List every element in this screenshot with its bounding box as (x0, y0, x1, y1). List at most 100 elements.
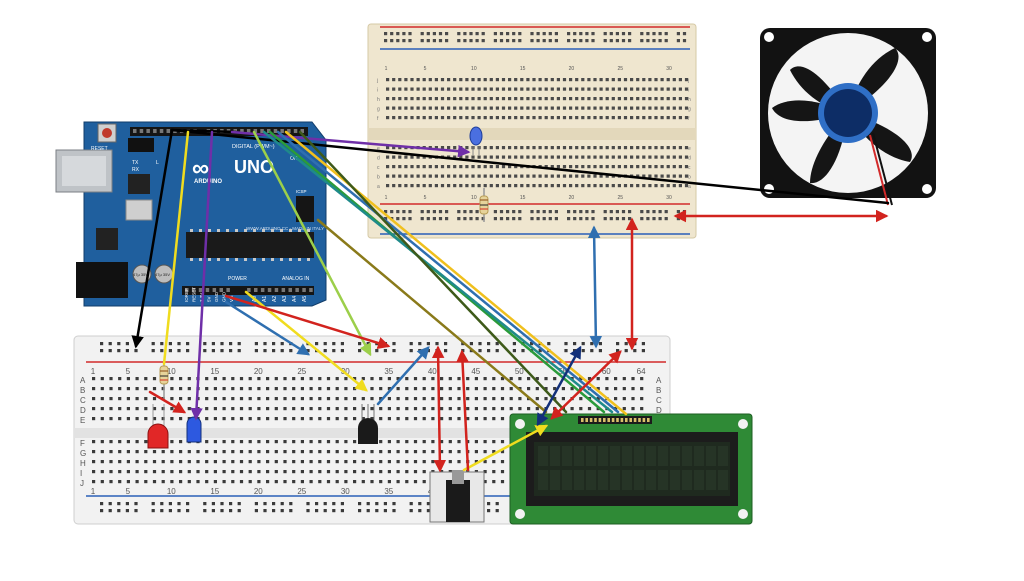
breadboard-hole (585, 32, 589, 36)
breadboard-hole (599, 165, 603, 169)
breadboard-hole (335, 387, 339, 391)
breadboard-hole (636, 116, 640, 120)
breadboard-hole (593, 106, 597, 110)
breadboard-hole (274, 480, 278, 484)
breadboard-hole (431, 387, 435, 391)
breadboard-hole (335, 480, 339, 484)
lcd-cell (718, 470, 728, 490)
breadboard-hole (237, 349, 241, 353)
breadboard-hole (179, 417, 183, 421)
breadboard-hole (530, 39, 534, 43)
breadboard-hole (585, 210, 589, 214)
breadboard-hole (292, 407, 296, 411)
breadboard-hole (229, 342, 233, 346)
row-letter: A (656, 376, 662, 385)
breadboard-hole (126, 470, 130, 474)
breadboard-hole (487, 502, 491, 506)
breadboard-hole (630, 116, 634, 120)
breadboard-hole (196, 480, 200, 484)
breadboard-hole (283, 470, 287, 474)
breadboard-hole (152, 407, 157, 411)
breadboard-hole (144, 377, 148, 381)
breadboard-hole (477, 87, 481, 91)
breadboard-hole (422, 417, 426, 421)
breadboard-hole (117, 342, 121, 346)
breadboard-hole (432, 217, 436, 221)
breadboard-hole (630, 165, 634, 169)
header-pin (281, 288, 286, 292)
breadboard-hole (475, 217, 479, 221)
breadboard-hole (579, 397, 583, 401)
breadboard-hole (514, 155, 518, 159)
breadboard-hole (605, 106, 609, 110)
breadboard-hole (474, 440, 478, 444)
chip-leg (226, 229, 229, 232)
lcd-pin (642, 418, 646, 422)
breadboard-hole (477, 116, 481, 120)
breadboard-hole (587, 78, 591, 82)
breadboard-hole (477, 184, 481, 188)
breadboard-hole (489, 87, 493, 91)
breadboard-hole (283, 480, 287, 484)
breadboard-hole (440, 377, 444, 381)
breadboard-hole (579, 32, 583, 36)
chip-leg (190, 229, 193, 232)
breadboard-hole (648, 155, 652, 159)
breadboard-hole (526, 106, 530, 110)
breadboard-hole (461, 342, 465, 346)
breadboard-hole (309, 417, 313, 421)
power-analog-pin-header (185, 288, 313, 292)
breadboard-hole (144, 387, 148, 391)
breadboard-hole (561, 387, 565, 391)
breadboard-hole (203, 502, 207, 506)
analog-pin-label: A2 (272, 296, 278, 302)
breadboard-hole (326, 397, 331, 401)
breadboard-hole (453, 78, 457, 82)
breadboard-hole (536, 210, 540, 214)
breadboard-hole (387, 407, 391, 411)
breadboard-hole (266, 450, 270, 454)
breadboard-hole (428, 87, 432, 91)
breadboard-hole (640, 407, 644, 411)
breadboard-hole (213, 377, 217, 381)
breadboard-hole (628, 210, 632, 214)
lcd-pin (607, 418, 610, 422)
lcd-cell (706, 446, 716, 466)
breadboard-hole (431, 407, 435, 411)
breadboard-hole (501, 106, 506, 110)
red-wire (550, 350, 622, 420)
breadboard-hole (477, 155, 481, 159)
breadboard-hole (326, 440, 331, 444)
breadboard-hole (548, 32, 552, 36)
lcd-pin (589, 418, 593, 422)
breadboard-hole (300, 480, 304, 484)
breadboard-hole (205, 440, 209, 444)
breadboard-hole (144, 440, 148, 444)
breadboard-hole (520, 184, 524, 188)
breadboard-hole (211, 349, 215, 353)
breadboard-hole (495, 349, 499, 353)
column-number: 40 (428, 367, 437, 376)
breadboard-hole (239, 407, 244, 411)
breadboard-hole (617, 87, 621, 91)
breadboard-hole (422, 87, 426, 91)
breadboard-hole (471, 174, 475, 178)
header-pin (302, 288, 306, 292)
breadboard-hole (447, 165, 451, 169)
breadboard-hole (100, 509, 104, 513)
breadboard-hole (186, 349, 190, 353)
breadboard-hole (239, 450, 244, 454)
breadboard-hole (501, 116, 506, 120)
breadboard-hole (581, 116, 585, 120)
column-number: 45 (471, 367, 480, 376)
breadboard-hole (660, 97, 664, 101)
breadboard-hole (396, 397, 400, 401)
breadboard-hole (422, 440, 426, 444)
breadboard-hole (457, 210, 461, 214)
breadboard-hole (459, 78, 463, 82)
header-pin (212, 288, 217, 292)
breadboard-hole (409, 509, 413, 513)
breadboard-hole (459, 174, 463, 178)
chip-leg (271, 229, 274, 232)
breadboard-hole (186, 509, 190, 513)
